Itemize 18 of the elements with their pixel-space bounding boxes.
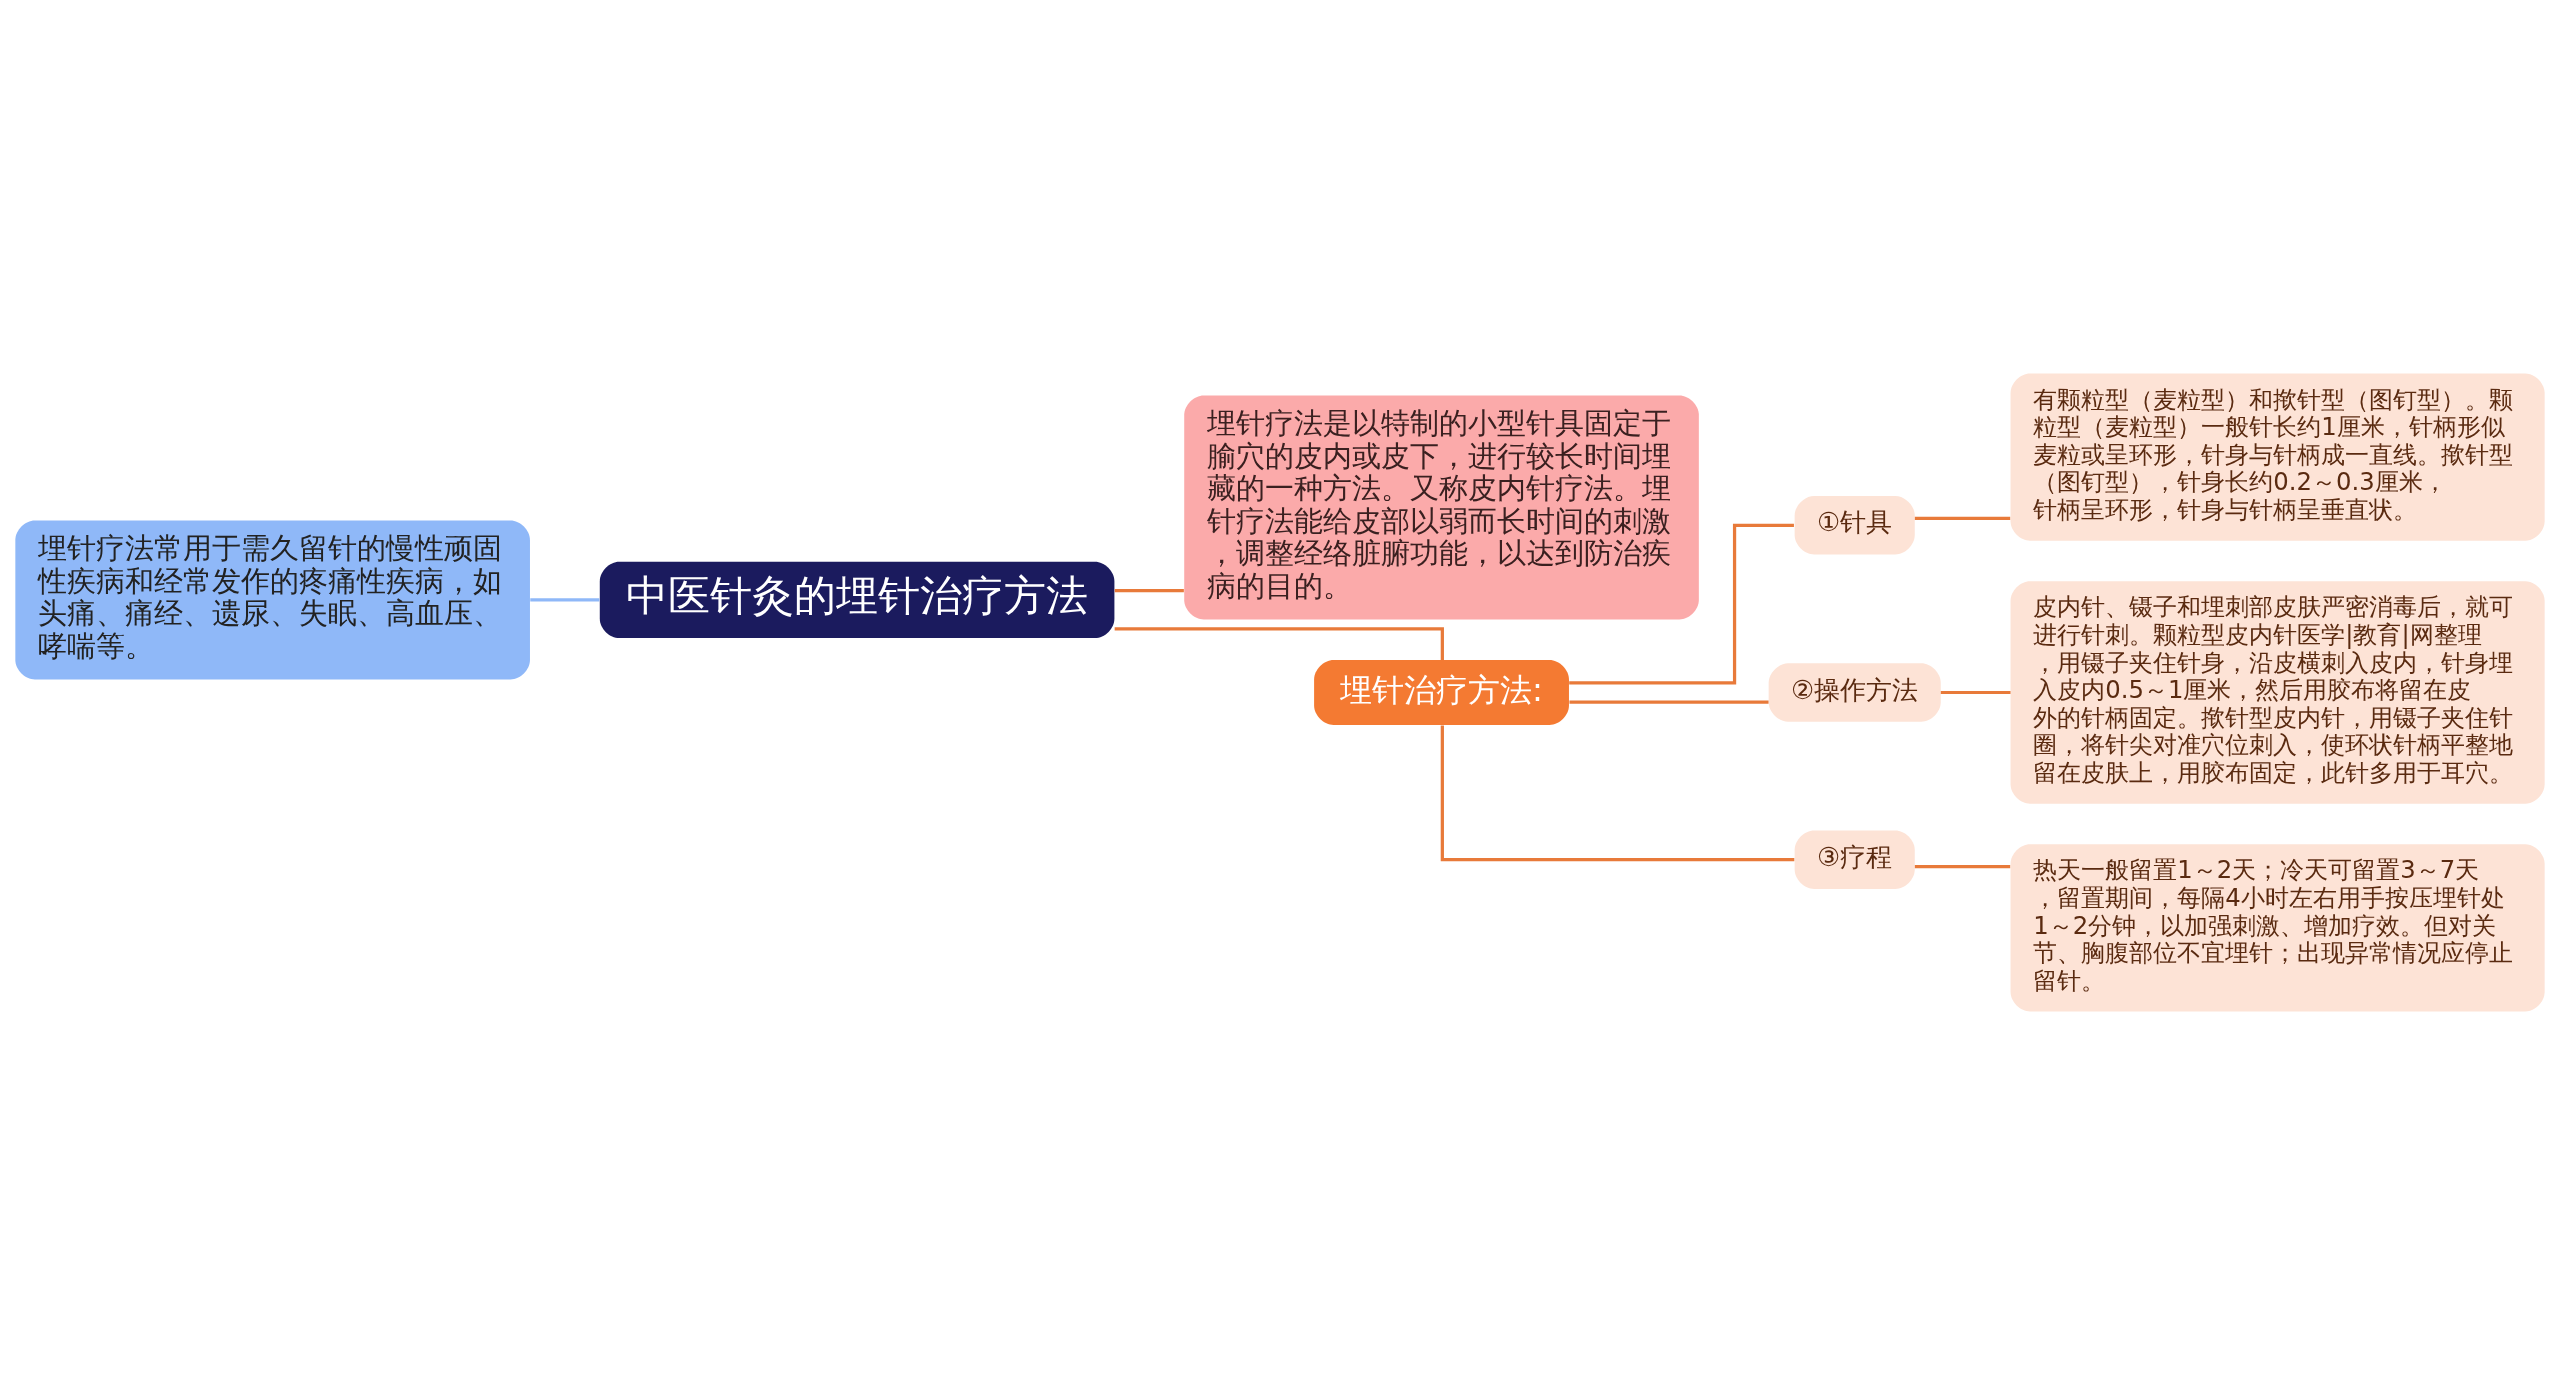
node-box: ③疗程: [1794, 830, 1915, 889]
node-box: ②操作方法: [1768, 662, 1941, 722]
node-box: 有颗粒型（麦粒型）和揿针型（图钉型）。颗粒型（麦粒型）一般针长约1厘米，针柄形似麦粒或呈环形，针身与针柄成一直线。揿针型（图钉型），针身长约0.2～0.3厘米，针柄呈环形，针身与针柄呈垂直状。: [2010, 373, 2545, 541]
connector: [1569, 700, 1769, 704]
node-box: 中医针灸的埋针治疗方法: [599, 561, 1115, 638]
connector: [1440, 725, 1795, 861]
node-box: 埋针治疗方法:: [1314, 659, 1569, 725]
node-box: ①针具: [1794, 495, 1915, 554]
connector: [1914, 864, 2011, 868]
node-box: 皮内针、镊子和埋刺部皮肤严密消毒后，就可进行针刺。颗粒型皮内针医学|教育|网整理，用镊子夹住针身，沿皮横刺入皮内，针身埋入皮内0.5～1厘米，然后用胶布将留在皮外的针柄固定。揿针型皮内针，用镊子夹住针圈，将针尖对准穴位刺入，使环状针柄平整地留在皮肤上，用胶布固定，此针多用于耳穴。: [2010, 580, 2545, 804]
node-box: 热天一般留置1～2天；冷天可留置3～7天，留置期间，每隔4小时左右用手按压埋针处1～2分钟，以加强刺激、增加疗效。但对关节、胸腹部位不宜埋针；出现异常情况应停止留针。: [2010, 843, 2545, 1011]
node-box: 埋针疗法是以特制的小型针具固定于腧穴的皮内或皮下，进行较长时间埋藏的一种方法。又称皮内针疗法。埋针疗法能给皮部以弱而长时间的刺激，调整经络脏腑功能，以达到防治疾病的目的。: [1184, 394, 1699, 619]
connector: [1914, 516, 2011, 520]
node-box: 埋针疗法常用于需久留针的慢性顽固性疾病和经常发作的疼痛性疾病，如头痛、痛经、遗尿、失眠、高血压、哮喘等。: [15, 519, 530, 679]
connector: [1940, 690, 2011, 694]
connector: [1569, 523, 1794, 684]
connector: [1114, 588, 1184, 592]
connector: [530, 597, 600, 602]
